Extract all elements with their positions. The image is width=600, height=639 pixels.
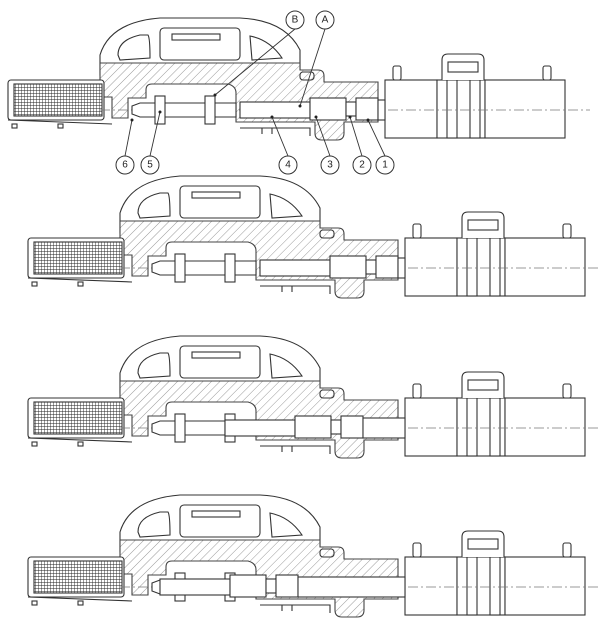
tool-stage-2 — [27, 175, 600, 299]
callout-A — [315, 10, 335, 30]
tool-stage-4 — [27, 494, 600, 618]
callouts-group: B A 6 5 4 3 2 1 — [115, 10, 395, 175]
callout-1 — [375, 155, 395, 175]
stages-group — [7, 17, 600, 618]
tool-stage-1 — [7, 17, 591, 141]
callout-label: 5 — [147, 160, 153, 171]
callout-label: 2 — [359, 160, 365, 171]
callout-label: 6 — [122, 160, 128, 171]
callout-label: 1 — [382, 160, 388, 171]
ram-assembly — [259, 255, 406, 279]
ram-assembly — [224, 415, 406, 439]
ram-assembly — [239, 97, 386, 121]
callout-2 — [352, 155, 372, 175]
tool-stage-3 — [27, 335, 600, 459]
pin-part — [151, 260, 257, 276]
callout-label: 4 — [285, 160, 291, 171]
callout-6 — [115, 155, 135, 175]
callout-label: B — [292, 15, 299, 26]
callout-3 — [320, 155, 340, 175]
callout-5 — [140, 155, 160, 175]
callout-4 — [278, 155, 298, 175]
callout-label: 3 — [327, 160, 333, 171]
ram-assembly — [159, 574, 406, 598]
pin-part — [131, 102, 237, 118]
callout-label: A — [322, 15, 329, 26]
callout-B — [285, 10, 305, 30]
